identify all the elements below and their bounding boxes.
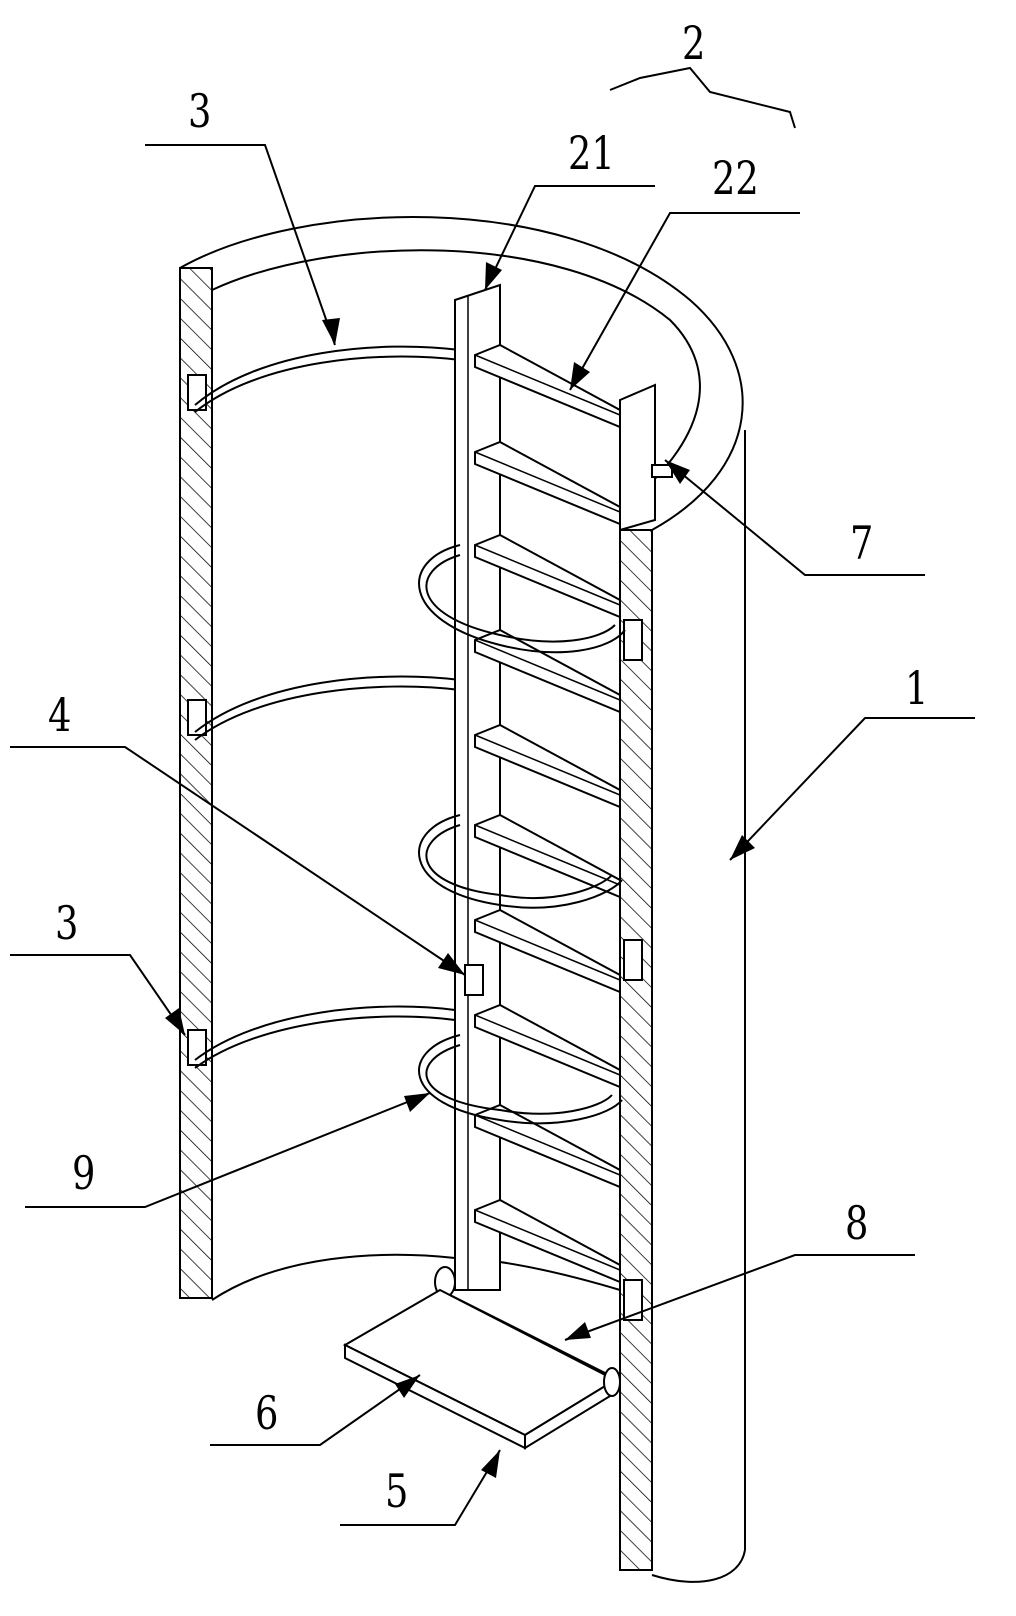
- label-6: 6: [255, 1390, 278, 1436]
- label-7: 7: [850, 520, 873, 566]
- label-5: 5: [385, 1468, 408, 1514]
- label-21: 21: [568, 130, 615, 176]
- left-wall-section: [180, 268, 212, 1298]
- platform-assembly: [345, 1267, 620, 1448]
- right-wall-section: [620, 530, 652, 1570]
- support-rings-3: [195, 347, 460, 1068]
- label-8: 8: [845, 1200, 868, 1246]
- pin-7: [652, 465, 672, 477]
- label-3-bottom: 3: [55, 900, 78, 946]
- label-2: 2: [682, 20, 705, 66]
- label-3-top: 3: [188, 88, 211, 134]
- label-1: 1: [905, 665, 928, 711]
- stopper-4: [465, 965, 483, 995]
- label-9: 9: [72, 1150, 95, 1196]
- label-22: 22: [712, 155, 759, 201]
- label-4: 4: [48, 692, 71, 738]
